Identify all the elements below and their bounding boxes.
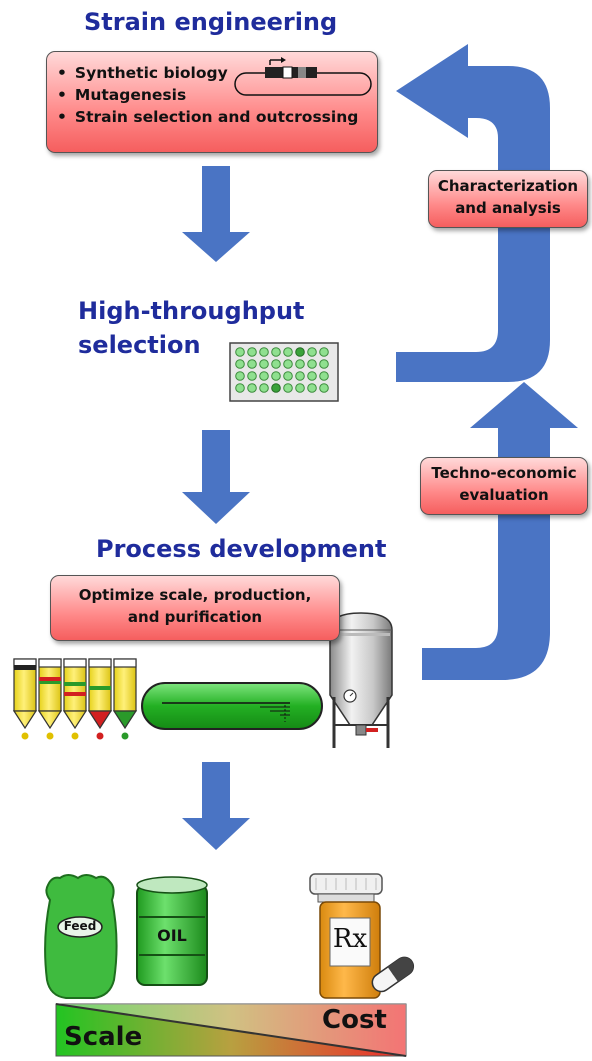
high-throughput-title: High-throughput selection	[78, 294, 305, 362]
strain-methods-box: Synthetic biology Mutagenesis Strain sel…	[46, 51, 378, 153]
scale-cost-bar	[55, 1003, 407, 1057]
feedback-loop-arrow-bottom	[422, 382, 578, 680]
down-arrow-3	[182, 762, 250, 850]
process-development-title: Process development	[96, 535, 387, 563]
fermenter-tank-icon	[329, 612, 393, 748]
down-arrow-2	[182, 430, 250, 524]
feed-bag-icon	[44, 874, 118, 999]
characterization-line2: and analysis	[455, 199, 561, 217]
down-arrow-1	[182, 166, 250, 262]
process-optimize-box: Optimize scale, production, and purifica…	[50, 575, 340, 641]
cost-label: Cost	[322, 1005, 387, 1035]
oil-drum-icon	[136, 876, 208, 986]
high-throughput-title-line2: selection	[78, 331, 201, 359]
high-throughput-title-line1: High-throughput	[78, 297, 305, 325]
bullet-synthetic-biology: Synthetic biology	[57, 62, 358, 84]
photobioreactor-icon	[141, 682, 323, 730]
characterization-box: Characterization and analysis	[428, 170, 588, 228]
pill-bottle-icon	[309, 873, 415, 999]
feed-label: Feed	[63, 919, 97, 933]
well-plate-icon	[229, 342, 339, 402]
scale-label: Scale	[64, 1022, 143, 1052]
process-optimize-line1: Optimize scale, production,	[78, 586, 312, 604]
techno-economic-box: Techno-economic evaluation	[420, 457, 588, 515]
rx-label: Rx	[332, 924, 368, 954]
test-tubes-icon	[12, 658, 138, 740]
characterization-line1: Characterization	[437, 177, 579, 195]
bullet-strain-selection: Strain selection and outcrossing	[57, 106, 358, 128]
strain-engineering-title: Strain engineering	[84, 8, 338, 36]
strain-methods-list: Synthetic biology Mutagenesis Strain sel…	[57, 62, 358, 128]
process-optimize-line2: and purification	[127, 608, 263, 626]
bullet-mutagenesis: Mutagenesis	[57, 84, 358, 106]
feedback-loop-arrow-top	[396, 44, 550, 382]
plasmid-icon	[234, 57, 372, 96]
techno-economic-line1: Techno-economic	[431, 464, 577, 482]
oil-label: OIL	[157, 926, 187, 945]
techno-economic-line2: evaluation	[459, 486, 549, 504]
